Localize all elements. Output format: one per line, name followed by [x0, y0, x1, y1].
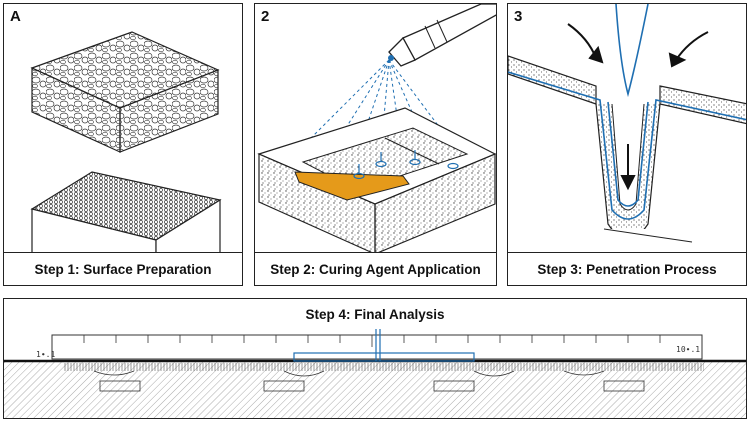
penetration-process-illustration [508, 4, 746, 256]
penetration-flow [508, 4, 746, 220]
panel-penetration-process: 3 [507, 3, 747, 286]
ruler-right-label: 10∙.1 [676, 345, 701, 354]
panel-caption: Step 3: Penetration Process [508, 252, 746, 285]
panel-caption: Step 2: Curing Agent Application [255, 252, 496, 285]
final-analysis-title: Step 4: Final Analysis [305, 307, 445, 322]
panel-final-analysis: Step 4: Final Analysis [3, 298, 747, 419]
panel-tag: 2 [261, 8, 270, 25]
measurement-ruler [51, 334, 703, 360]
sample-markers [99, 380, 645, 392]
panel-tag: 3 [514, 8, 523, 25]
ruler-left-label: 1∙.1 [36, 350, 56, 359]
panel-caption: Step 1: Surface Preparation [4, 252, 242, 285]
droplets [353, 150, 459, 180]
panel-curing-agent-application: 2 [254, 3, 497, 286]
tape-strip [294, 171, 410, 201]
prepared-concrete-block [30, 171, 222, 256]
penetration-zone [64, 363, 704, 371]
final-analysis-illustration [4, 329, 746, 418]
panel-surface-preparation: A Step 1: Surface Preparation [3, 3, 243, 286]
flow-arrows [567, 23, 709, 191]
curing-agent-application-illustration [257, 4, 496, 255]
rough-concrete-block [30, 31, 220, 153]
panel-tag: A [10, 8, 21, 25]
surface-preparation-illustration [30, 31, 222, 256]
measurement-marker [293, 329, 475, 362]
spray-nozzle-icon [388, 4, 496, 67]
